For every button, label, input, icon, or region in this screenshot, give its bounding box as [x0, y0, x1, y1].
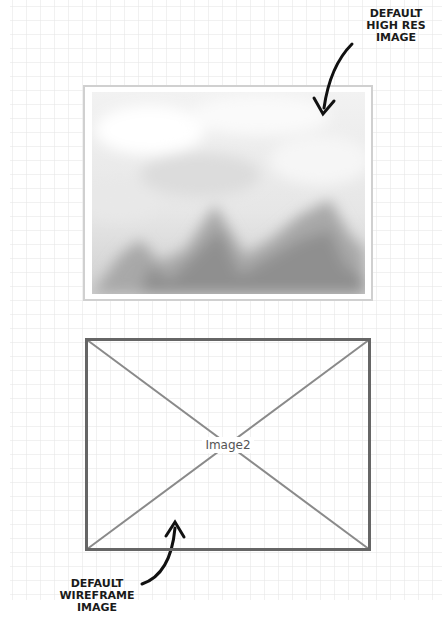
callout-label: DEFAULT HIGH RES IMAGE — [360, 8, 432, 44]
grid-paper — [10, 0, 442, 600]
wireframe-border — [87, 340, 370, 550]
callout-label: DEFAULT WIREFRAME IMAGE — [54, 578, 140, 614]
cross-line — [87, 340, 370, 550]
cross-line — [87, 340, 370, 550]
high-res-image — [80, 86, 372, 300]
leader-arrow — [142, 522, 184, 584]
wireframe-image: Image2 — [85, 338, 371, 551]
image-name: Image2 — [202, 437, 253, 453]
leader-arrow — [314, 44, 352, 114]
